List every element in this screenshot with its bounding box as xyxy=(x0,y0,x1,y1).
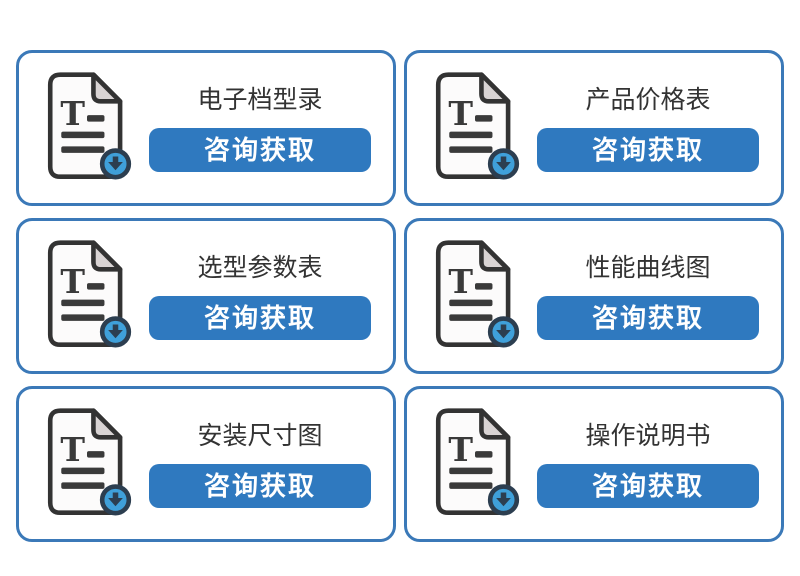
page-fold xyxy=(479,408,511,440)
text-line-long-1 xyxy=(61,131,105,139)
card-title: 产品价格表 xyxy=(585,85,711,114)
text-line-long-1 xyxy=(61,467,105,475)
download-arrow-icon xyxy=(108,156,123,171)
consult-get-button[interactable]: 咨询获取 xyxy=(537,295,759,340)
consult-get-button[interactable]: 咨询获取 xyxy=(149,127,371,172)
card-content: 电子档型录 咨询获取 xyxy=(149,85,371,172)
card-title: 电子档型录 xyxy=(197,85,323,114)
document-letter: T xyxy=(448,94,473,133)
download-card: T 选型参数表 咨询获取 xyxy=(16,218,396,374)
download-card: T 安装尺寸图 咨询获取 xyxy=(16,386,396,542)
text-line-long-2 xyxy=(449,146,493,153)
text-line-short xyxy=(87,283,105,290)
download-arrow-icon xyxy=(108,324,123,339)
download-card: T 产品价格表 咨询获取 xyxy=(404,50,784,206)
text-line-long-2 xyxy=(61,314,105,321)
card-title: 安装尺寸图 xyxy=(197,421,323,450)
download-arrow-icon xyxy=(496,156,511,171)
download-arrow-icon xyxy=(496,324,511,339)
text-line-long-2 xyxy=(449,482,493,489)
consult-get-button[interactable]: 咨询获取 xyxy=(537,127,759,172)
download-card: T 性能曲线图 咨询获取 xyxy=(404,218,784,374)
document-download-icon: T xyxy=(429,239,521,353)
card-title: 选型参数表 xyxy=(197,253,323,282)
text-line-short xyxy=(475,283,493,290)
card-content: 操作说明书 咨询获取 xyxy=(537,421,759,508)
download-arrow-icon xyxy=(108,492,123,507)
text-line-long-2 xyxy=(61,146,105,153)
text-line-long-2 xyxy=(449,314,493,321)
download-card: T 操作说明书 咨询获取 xyxy=(404,386,784,542)
download-arrow-icon xyxy=(496,492,511,507)
card-title: 性能曲线图 xyxy=(585,253,711,282)
document-download-icon: T xyxy=(429,407,521,521)
document-letter: T xyxy=(448,262,473,301)
download-card-grid: T 电子档型录 咨询获取 T xyxy=(16,50,784,542)
page-fold xyxy=(91,240,123,272)
text-line-long-1 xyxy=(449,467,493,475)
consult-get-button[interactable]: 咨询获取 xyxy=(149,463,371,508)
document-letter: T xyxy=(60,94,85,133)
document-letter: T xyxy=(60,430,85,469)
text-line-long-1 xyxy=(449,131,493,139)
text-line-long-1 xyxy=(61,299,105,307)
document-download-icon: T xyxy=(41,71,133,185)
card-content: 安装尺寸图 咨询获取 xyxy=(149,421,371,508)
document-letter: T xyxy=(60,262,85,301)
text-line-long-1 xyxy=(449,299,493,307)
document-download-icon: T xyxy=(429,71,521,185)
text-line-short xyxy=(87,451,105,458)
page-fold xyxy=(91,72,123,104)
download-card: T 电子档型录 咨询获取 xyxy=(16,50,396,206)
text-line-short xyxy=(87,115,105,122)
document-letter: T xyxy=(448,430,473,469)
page-fold xyxy=(479,240,511,272)
page-fold xyxy=(91,408,123,440)
text-line-short xyxy=(475,115,493,122)
card-content: 产品价格表 咨询获取 xyxy=(537,85,759,172)
text-line-short xyxy=(475,451,493,458)
card-title: 操作说明书 xyxy=(585,421,711,450)
card-content: 选型参数表 咨询获取 xyxy=(149,253,371,340)
consult-get-button[interactable]: 咨询获取 xyxy=(537,463,759,508)
card-content: 性能曲线图 咨询获取 xyxy=(537,253,759,340)
consult-get-button[interactable]: 咨询获取 xyxy=(149,295,371,340)
page-fold xyxy=(479,72,511,104)
document-download-icon: T xyxy=(41,407,133,521)
text-line-long-2 xyxy=(61,482,105,489)
document-download-icon: T xyxy=(41,239,133,353)
